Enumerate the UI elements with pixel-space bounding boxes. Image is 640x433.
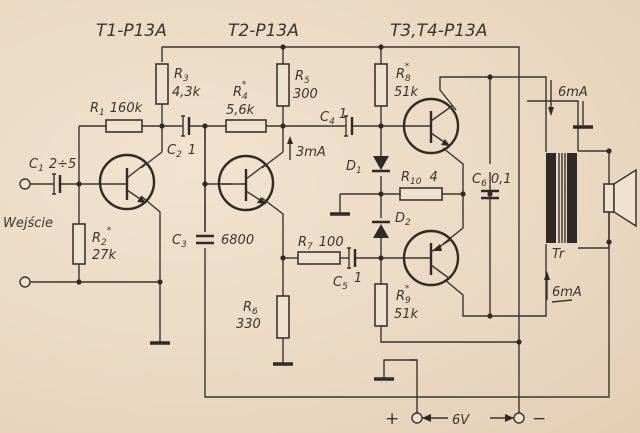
label-transformer: Tr — [552, 247, 566, 262]
label-current-top: 6mA — [558, 85, 588, 100]
transistor-t1 — [98, 153, 156, 211]
resistor-r9 — [374, 283, 388, 327]
value-r8: 51k — [394, 85, 419, 100]
resistor-r8 — [374, 63, 388, 107]
capacitor-c1 — [52, 173, 62, 195]
label-c3: C3 — [172, 233, 187, 250]
supply-arrow-right-icon — [505, 414, 514, 422]
junction-dots — [76, 44, 612, 345]
underline-current-bottom — [551, 299, 573, 303]
value-c3: 6800 — [221, 233, 254, 248]
label-t3t4-group: T3,T4-P13A — [390, 21, 487, 41]
value-r4: 5,6k — [226, 103, 255, 118]
diode-d1 — [372, 156, 390, 173]
t4-collector-lead — [444, 244, 547, 317]
label-supply-minus: − — [532, 409, 546, 429]
label-r9: R9* — [396, 284, 411, 306]
r9-bottom — [380, 326, 519, 343]
value-r2: 27k — [92, 248, 117, 263]
resistor-r5 — [276, 63, 290, 107]
resistor-r3 — [155, 63, 169, 105]
diode-d2 — [372, 220, 390, 238]
value-r3: 4,3k — [172, 85, 201, 100]
label-t2-group: T2-P13A — [228, 21, 299, 41]
capacitor-c6 — [481, 189, 499, 200]
resistor-r10 — [399, 187, 443, 201]
t2-emitter-lead — [261, 197, 284, 296]
ground-supply-lead — [383, 359, 417, 379]
input-terminal-bottom[interactable] — [19, 276, 31, 288]
resistor-r4 — [225, 119, 267, 133]
top-rail-wire — [162, 46, 520, 413]
resistor-r6 — [276, 295, 290, 339]
label-supply-voltage: 6V — [452, 413, 470, 428]
supply-terminal-minus[interactable] — [513, 412, 525, 424]
label-c5: C51 — [333, 271, 362, 292]
label-r6: R6 — [243, 300, 258, 317]
transistor-t3 — [402, 97, 460, 155]
input-terminal-top[interactable] — [19, 178, 31, 190]
resistor-r1 — [105, 119, 143, 133]
value-r9: 51k — [394, 307, 419, 322]
label-d1: D1 — [346, 159, 362, 176]
transistor-t2 — [217, 154, 275, 212]
t3t4-emitter-chain — [442, 147, 464, 245]
resistor-r7 — [297, 251, 341, 265]
label-input: Wejście — [3, 216, 53, 231]
label-d2: D2 — [395, 211, 411, 228]
secondary-ground-loop — [527, 100, 579, 151]
label-r8: R8* — [396, 62, 411, 84]
value-r6: 330 — [236, 317, 261, 332]
label-r2: R2* — [92, 226, 112, 248]
transistor-t4 — [402, 229, 460, 287]
bottom-rail-wire — [204, 126, 610, 398]
t1-emitter-lead — [140, 195, 161, 342]
capacitor-c3 — [196, 232, 214, 248]
current-arrow-top-icon — [548, 80, 554, 116]
label-current-bottom: 6mA — [552, 285, 582, 300]
label-r5: R5 — [295, 69, 310, 86]
supply-arrow-left-icon — [422, 414, 431, 422]
t1-collector-lead — [140, 151, 163, 169]
label-r3: R3 — [174, 67, 189, 84]
current-arrow-3ma-icon — [287, 136, 293, 160]
capacitor-c4 — [344, 115, 354, 137]
transformer-tr — [546, 153, 577, 243]
label-supply-plus: + — [385, 409, 399, 429]
label-current-t2: 3mA — [296, 145, 326, 160]
label-r4: R4* — [233, 80, 248, 102]
speaker-icon — [603, 168, 637, 228]
value-r5: 300 — [293, 87, 318, 102]
t3-collector-lead — [439, 76, 547, 152]
capacitor-c5 — [347, 247, 357, 269]
current-arrow-bottom-icon — [544, 271, 550, 300]
resistor-r2 — [72, 223, 86, 265]
label-t1-group: T1-P13A — [96, 21, 167, 41]
supply-plus-stub — [410, 359, 418, 413]
capacitor-c2 — [181, 115, 191, 137]
supply-terminal-plus[interactable] — [411, 412, 423, 424]
